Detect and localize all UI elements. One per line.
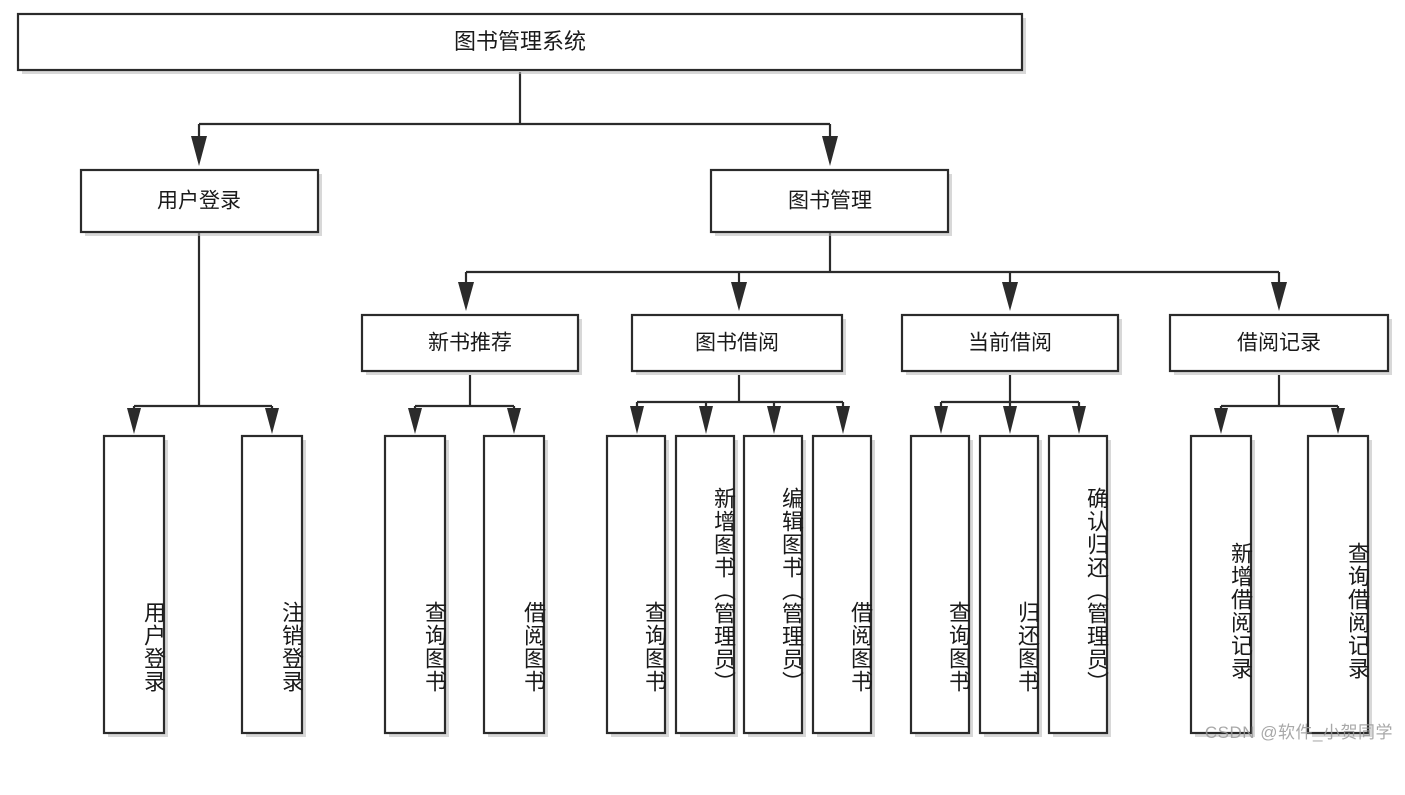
arrow-head-leaf-cb-2 — [1003, 406, 1017, 434]
node-root[interactable]: 图书管理系统 — [16, 12, 1026, 74]
node-root-label: 图书管理系统 — [454, 29, 586, 54]
arrow-head-leaf-ul-2 — [265, 408, 279, 434]
connector-group-borrow-records — [1214, 375, 1345, 434]
csdn-watermark: CSDN @软件_小贺同学 — [1204, 723, 1393, 742]
leaf-br-1-box[interactable] — [1189, 434, 1253, 735]
leaf-ul-2-box[interactable] — [240, 434, 304, 735]
leaf-cb-1-box[interactable] — [909, 434, 971, 735]
node-user-login-label: 用户登录 — [157, 190, 241, 213]
leaf-br-2-box[interactable] — [1306, 434, 1370, 735]
leaf-node-new-book-1[interactable] — [383, 434, 449, 737]
leaf-cb-3-box[interactable] — [1047, 434, 1109, 735]
connector-group-root — [191, 72, 838, 166]
arrow-head-book-borrow — [731, 282, 747, 311]
node-borrow-records[interactable]: 借阅记录 — [1168, 313, 1392, 375]
connector-group-new-book — [408, 375, 521, 434]
connector-group-book-borrow — [630, 375, 850, 434]
arrow-head-leaf-br-1 — [1214, 408, 1228, 434]
leaf-bb-2-box[interactable] — [674, 434, 736, 735]
leaf-bb-4-box[interactable] — [811, 434, 873, 735]
leaf-node-current-borrow-3[interactable] — [1047, 434, 1111, 737]
leaf-node-user-login-1[interactable] — [102, 434, 168, 737]
leaf-nb-1-box[interactable] — [383, 434, 447, 735]
node-book-borrow[interactable]: 图书借阅 — [630, 313, 846, 375]
leaf-ul-1-box[interactable] — [102, 434, 166, 735]
leaf-node-current-borrow-1[interactable] — [909, 434, 973, 737]
leaf-bb-1-box[interactable] — [605, 434, 667, 735]
book-management-system-diagram: 图书管理系统 用户登录 图书管理 新书推荐 图书借阅 当前借阅 — [16, 12, 1393, 742]
node-current-borrow[interactable]: 当前借阅 — [900, 313, 1122, 375]
arrow-head-book-mgmt — [822, 136, 838, 166]
node-book-management-label: 图书管理 — [788, 190, 872, 213]
connector-group-user-login — [127, 232, 279, 434]
leaf-bb-3-box[interactable] — [742, 434, 804, 735]
node-new-book-recommend[interactable]: 新书推荐 — [360, 313, 582, 375]
tree-diagram-svg: 图书管理系统 用户登录 图书管理 新书推荐 图书借阅 当前借阅 — [16, 12, 1392, 737]
arrow-head-leaf-ul-1 — [127, 408, 141, 434]
node-user-login-box[interactable] — [79, 168, 320, 234]
leaf-node-borrow-records-2[interactable] — [1306, 434, 1372, 737]
node-book-borrow-box[interactable] — [630, 313, 844, 373]
leaf-node-user-login-2[interactable] — [240, 434, 306, 737]
node-user-login[interactable]: 用户登录 — [79, 168, 322, 236]
node-root-box[interactable] — [16, 12, 1024, 72]
arrow-head-leaf-nb-2 — [507, 408, 521, 434]
leaf-cb-2-box[interactable] — [978, 434, 1040, 735]
node-borrow-records-label: 借阅记录 — [1237, 332, 1321, 355]
leaf-node-book-borrow-2[interactable] — [674, 434, 738, 737]
arrow-head-leaf-br-2 — [1331, 408, 1345, 434]
node-book-management[interactable]: 图书管理 — [709, 168, 952, 236]
leaf-nb-2-box[interactable] — [482, 434, 546, 735]
node-current-borrow-box[interactable] — [900, 313, 1120, 373]
arrow-head-new-book — [458, 282, 474, 311]
leaf-node-borrow-records-1[interactable] — [1189, 434, 1255, 737]
arrow-head-leaf-nb-1 — [408, 408, 422, 434]
leaf-node-current-borrow-2[interactable] — [978, 434, 1042, 737]
leaf-node-book-borrow-3[interactable] — [742, 434, 806, 737]
arrow-head-leaf-bb-3 — [767, 406, 781, 434]
arrow-head-leaf-bb-2 — [699, 406, 713, 434]
connector-group-book-mgmt — [458, 232, 1287, 311]
node-book-management-box[interactable] — [709, 168, 950, 234]
leaf-node-book-borrow-1[interactable] — [605, 434, 669, 737]
node-new-book-recommend-box[interactable] — [360, 313, 580, 373]
connector-group-current-borrow — [934, 375, 1086, 434]
node-borrow-records-box[interactable] — [1168, 313, 1390, 373]
node-book-borrow-label: 图书借阅 — [695, 332, 779, 355]
leaf-node-new-book-2[interactable] — [482, 434, 548, 737]
leaf-node-book-borrow-4[interactable] — [811, 434, 875, 737]
arrow-head-leaf-bb-4 — [836, 406, 850, 434]
node-new-book-recommend-label: 新书推荐 — [428, 332, 512, 355]
arrow-head-leaf-cb-3 — [1072, 406, 1086, 434]
arrow-head-borrow-records — [1271, 282, 1287, 311]
arrow-head-current-borrow — [1002, 282, 1018, 311]
arrow-head-leaf-bb-1 — [630, 406, 644, 434]
node-current-borrow-label: 当前借阅 — [968, 332, 1052, 355]
arrow-head-user-login — [191, 136, 207, 166]
arrow-head-leaf-cb-1 — [934, 406, 948, 434]
